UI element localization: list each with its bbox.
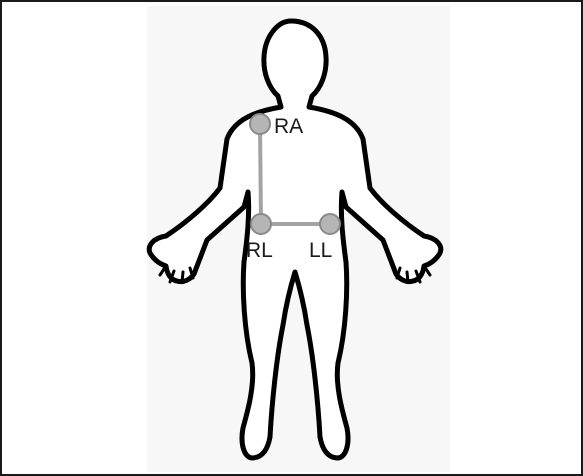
- lead-wire-ra-to-rl: [260, 124, 261, 224]
- electrode-rl: [251, 214, 271, 234]
- electrode-label-rl: RL: [246, 239, 273, 262]
- electrode-ll: [320, 214, 340, 234]
- electrode-label-ll: LL: [309, 239, 332, 262]
- electrode-ra: [250, 114, 270, 134]
- electrode-label-ra: RA: [274, 115, 303, 138]
